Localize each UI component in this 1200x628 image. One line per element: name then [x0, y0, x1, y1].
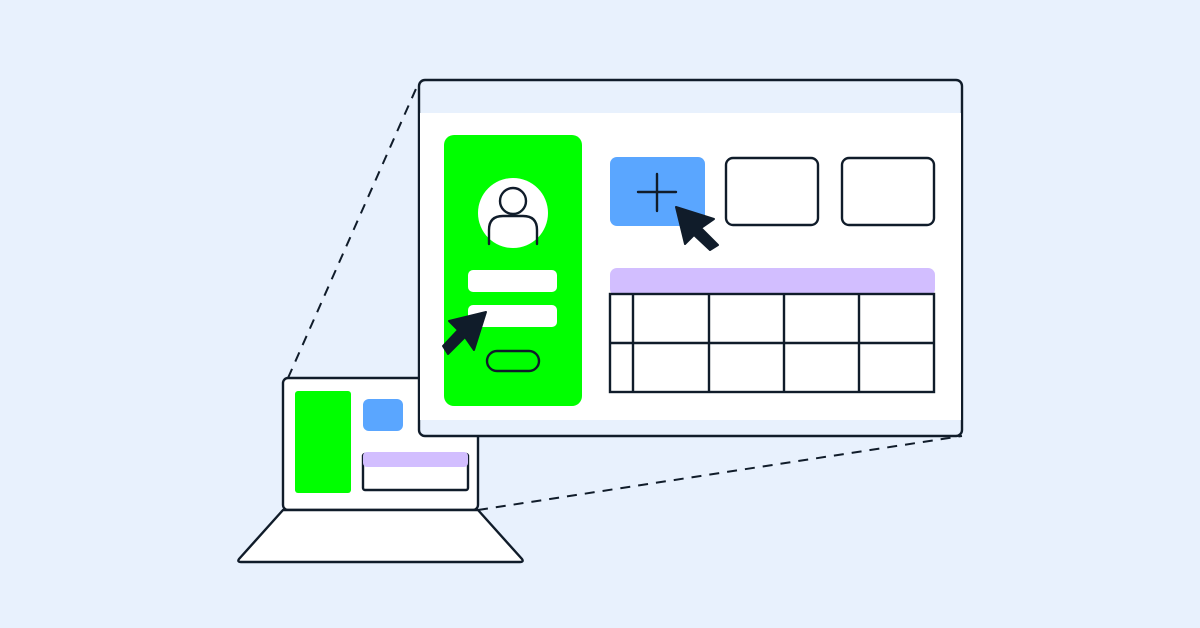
user-avatar-icon: [487, 186, 539, 246]
empty-tile-1[interactable]: [724, 156, 820, 227]
table-grid: [610, 294, 934, 392]
data-table: [608, 268, 936, 394]
mouse-pointer-arrow-icon-2: [442, 311, 487, 355]
zoom-line-bottom: [477, 435, 963, 511]
empty-tile-2[interactable]: [840, 156, 936, 227]
laptop-button: [363, 399, 403, 431]
laptop-base: [237, 508, 524, 564]
mouse-pointer-arrow-icon: [675, 206, 719, 251]
zoomed-window: [417, 78, 964, 438]
laptop-sidebar: [295, 391, 351, 493]
profile-card: [444, 135, 582, 406]
email-field[interactable]: [468, 305, 557, 327]
submit-button[interactable]: [485, 349, 541, 373]
zoom-connector-lines: [287, 81, 963, 511]
laptop-table-header: [363, 452, 468, 467]
table-header: [610, 268, 935, 296]
plus-icon: [636, 172, 678, 213]
name-field[interactable]: [468, 270, 557, 292]
